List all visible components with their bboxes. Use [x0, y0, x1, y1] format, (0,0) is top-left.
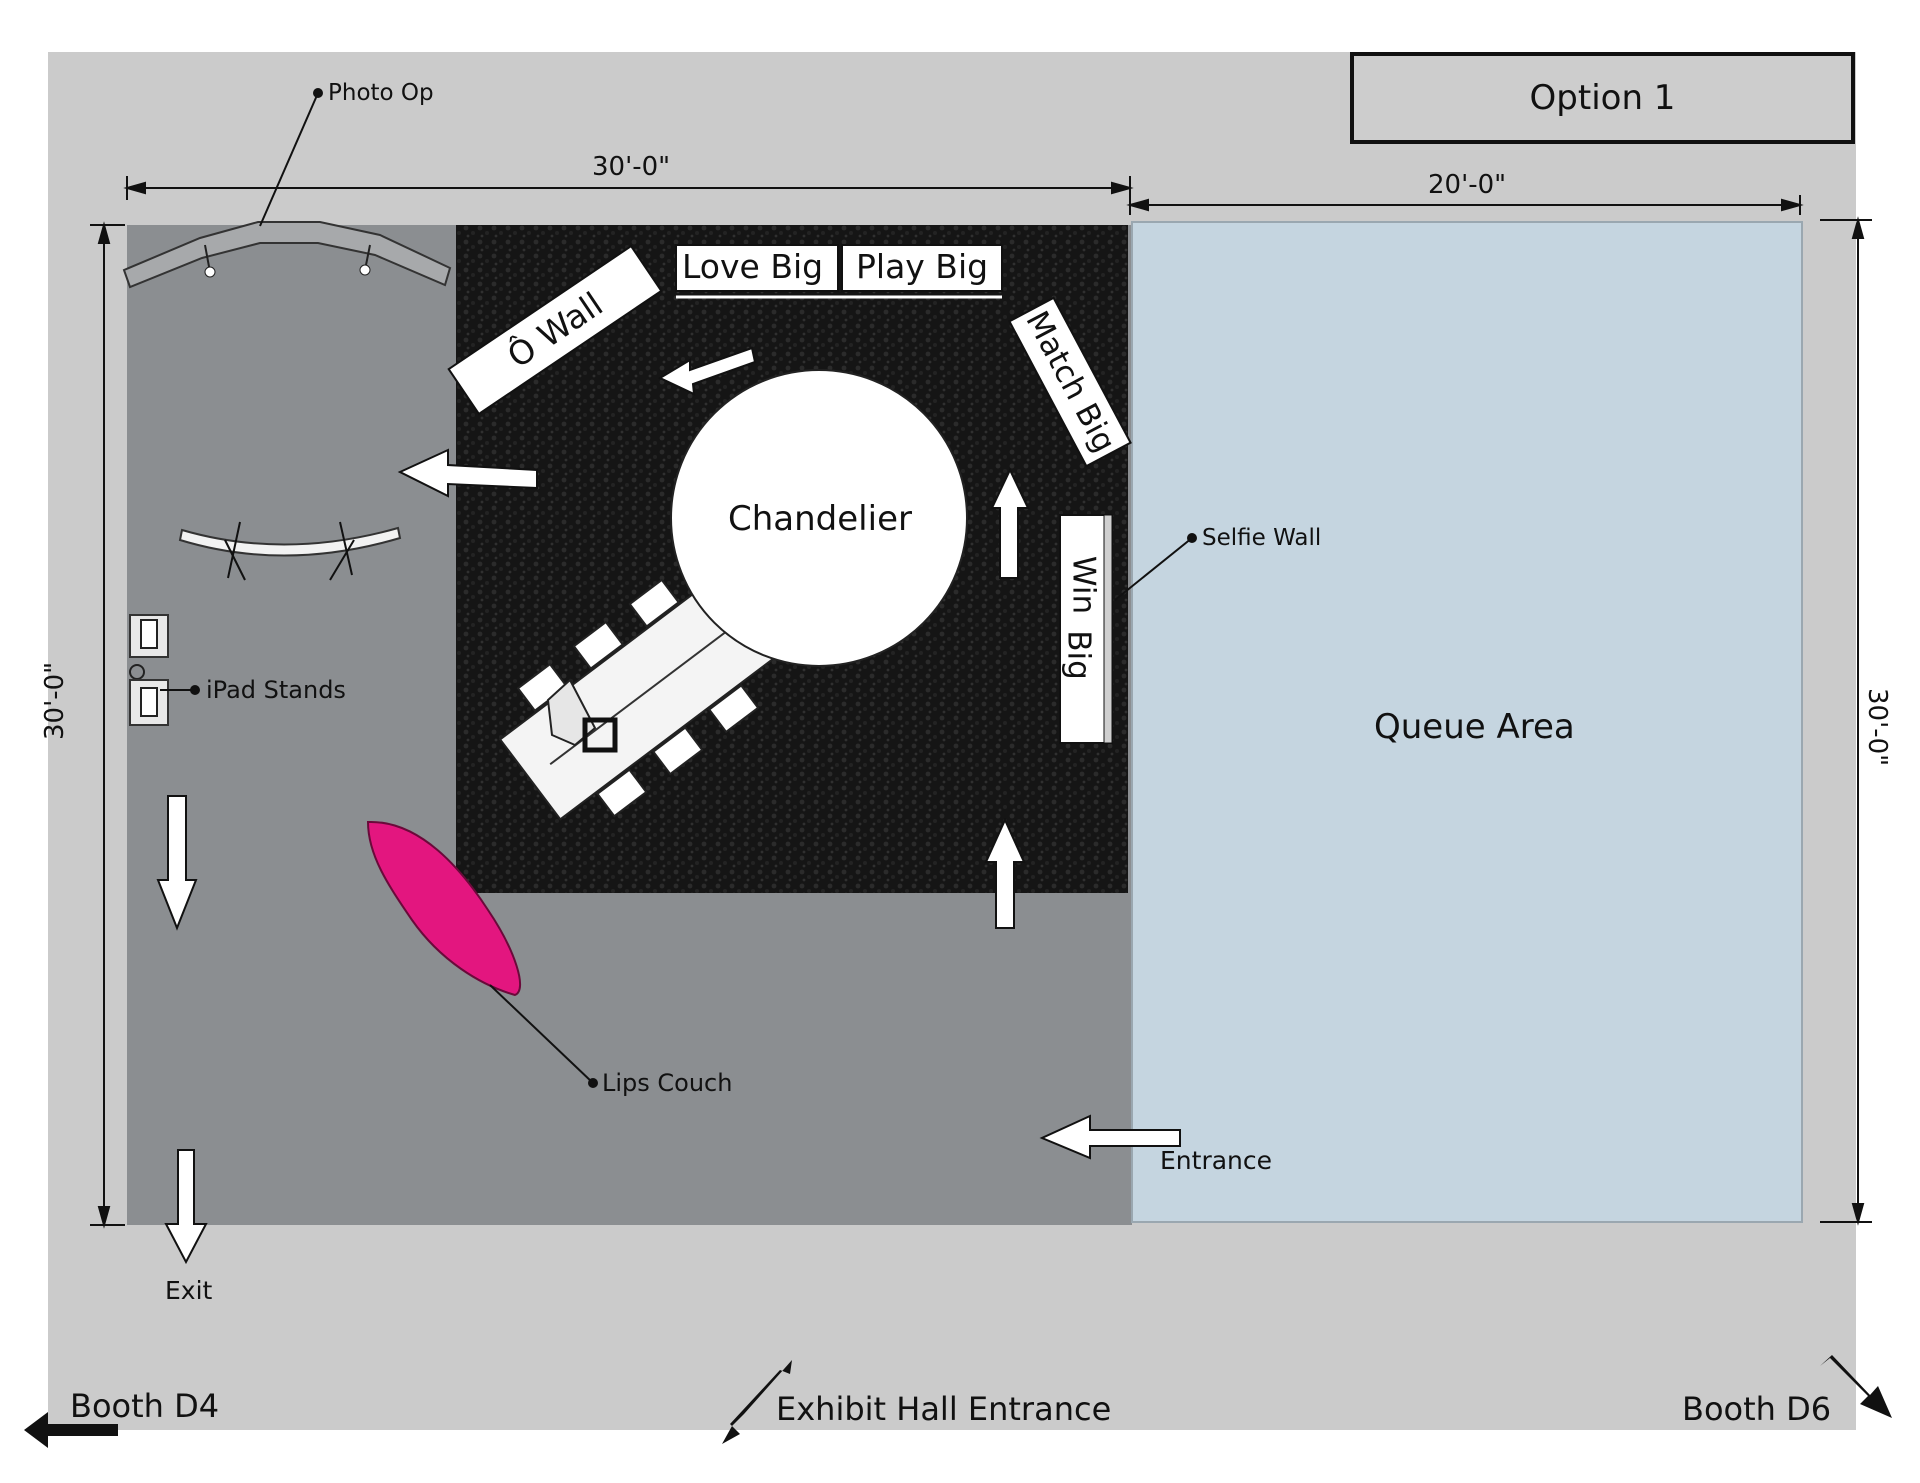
- dimension-top-right: 20'-0": [1428, 170, 1507, 200]
- photo-op-label: Photo Op: [328, 80, 434, 106]
- big-label: Big: [1060, 630, 1097, 680]
- win-label: Win: [1065, 555, 1102, 615]
- fan-prop: [546, 678, 618, 753]
- booth-d4-label: Booth D4: [70, 1387, 220, 1425]
- selfie-wall-sign: [1059, 514, 1113, 744]
- entrance-label: Entrance: [1160, 1146, 1273, 1175]
- ring-light-bar: [178, 521, 402, 581]
- flow-arrows: [156, 346, 1181, 1265]
- dimension-left: 30'-0": [40, 661, 70, 740]
- match-big-sign: [1008, 296, 1132, 468]
- queue-area-label: Queue Area: [1374, 707, 1575, 747]
- lips-couch-label: Lips Couch: [602, 1069, 733, 1097]
- queue-area: [1131, 221, 1803, 1223]
- play-big-label: Play Big: [856, 247, 989, 286]
- love-big-sign: [675, 244, 839, 292]
- callout-leaders: [160, 88, 1197, 1088]
- dimension-lines: [90, 176, 1872, 1229]
- exit-label: Exit: [165, 1276, 213, 1305]
- ipad-stands-shape: [129, 614, 169, 726]
- option-label-box: Option 1: [1350, 52, 1855, 144]
- dimension-top-left: 30'-0": [592, 152, 671, 182]
- chandelier-label: Chandelier: [728, 499, 912, 539]
- hall-direction-arrows: [24, 1355, 1892, 1448]
- lips-couch: [366, 820, 522, 997]
- play-big-sign: [841, 244, 1003, 292]
- exhibit-hall-entrance-label: Exhibit Hall Entrance: [776, 1390, 1112, 1428]
- o-wall-sign: [447, 244, 663, 416]
- chandelier: [670, 369, 968, 667]
- photo-op-wall: [122, 221, 452, 289]
- ipad-stands-label: iPad Stands: [206, 676, 346, 704]
- option-label: Option 1: [1529, 78, 1676, 118]
- dimension-right: 30'-0": [1862, 688, 1892, 767]
- selfie-wall-label: Selfie Wall: [1202, 525, 1322, 551]
- love-big-label: Love Big: [682, 247, 824, 286]
- booth-d6-label: Booth D6: [1682, 1390, 1832, 1428]
